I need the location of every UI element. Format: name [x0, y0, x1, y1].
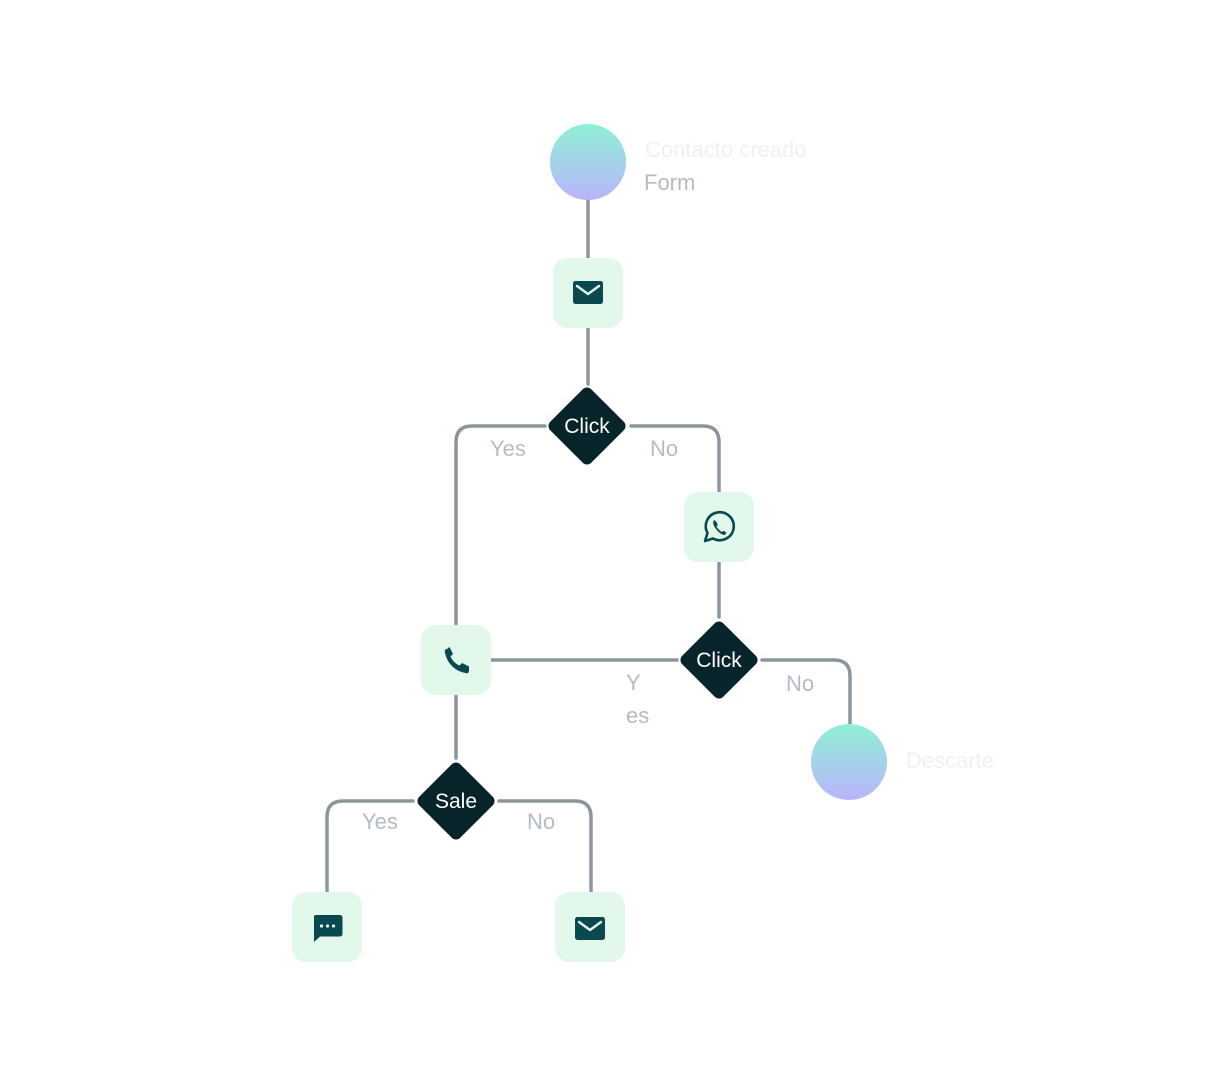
action-email-1[interactable] — [553, 258, 623, 328]
action-call[interactable] — [421, 625, 491, 695]
decision-diamond — [548, 387, 626, 465]
action-box — [421, 625, 491, 695]
branch-label-yes: Yes — [362, 809, 398, 834]
start-node-circle — [550, 124, 626, 200]
connectors — [325, 198, 852, 894]
action-sms[interactable] — [292, 892, 362, 962]
decision-click-2[interactable]: Click — [678, 619, 760, 701]
edge-click2-no — [760, 658, 852, 726]
branch-label-yes-part2: es — [626, 703, 649, 728]
email-icon — [573, 281, 603, 304]
edge-sale-no — [497, 799, 593, 894]
action-email-2[interactable] — [555, 892, 625, 962]
start-node-title: Contacto creado — [645, 137, 806, 162]
phone-icon — [444, 647, 469, 674]
decision-diamond — [417, 762, 495, 840]
branch-label-no: No — [527, 809, 555, 834]
chat-icon — [313, 915, 343, 942]
end-node[interactable]: Descarte — [811, 724, 994, 800]
edge-click1-yes — [454, 424, 547, 627]
edge-click1-no — [629, 424, 721, 494]
start-node[interactable]: Contacto creado Form — [550, 124, 806, 200]
decision-diamond — [680, 621, 758, 699]
end-node-circle — [811, 724, 887, 800]
whatsapp-icon — [703, 511, 735, 543]
end-node-title: Descarte — [906, 748, 994, 773]
action-whatsapp[interactable] — [684, 492, 754, 562]
branch-label-no: No — [786, 671, 814, 696]
decision-sale[interactable]: Sale — [415, 760, 497, 842]
decision-label: Sale — [435, 790, 477, 813]
action-box — [684, 492, 754, 562]
decision-label: Click — [564, 415, 610, 438]
branch-label-no: No — [650, 436, 678, 461]
decision-click-1[interactable]: Click — [546, 385, 628, 467]
start-node-subtitle: Form — [644, 170, 695, 195]
branch-label-yes-part1: Y — [626, 670, 641, 695]
decision-label: Click — [696, 649, 742, 672]
email-icon — [575, 917, 605, 940]
branch-label-yes: Yes — [490, 436, 526, 461]
edge-sale-yes — [325, 799, 415, 894]
